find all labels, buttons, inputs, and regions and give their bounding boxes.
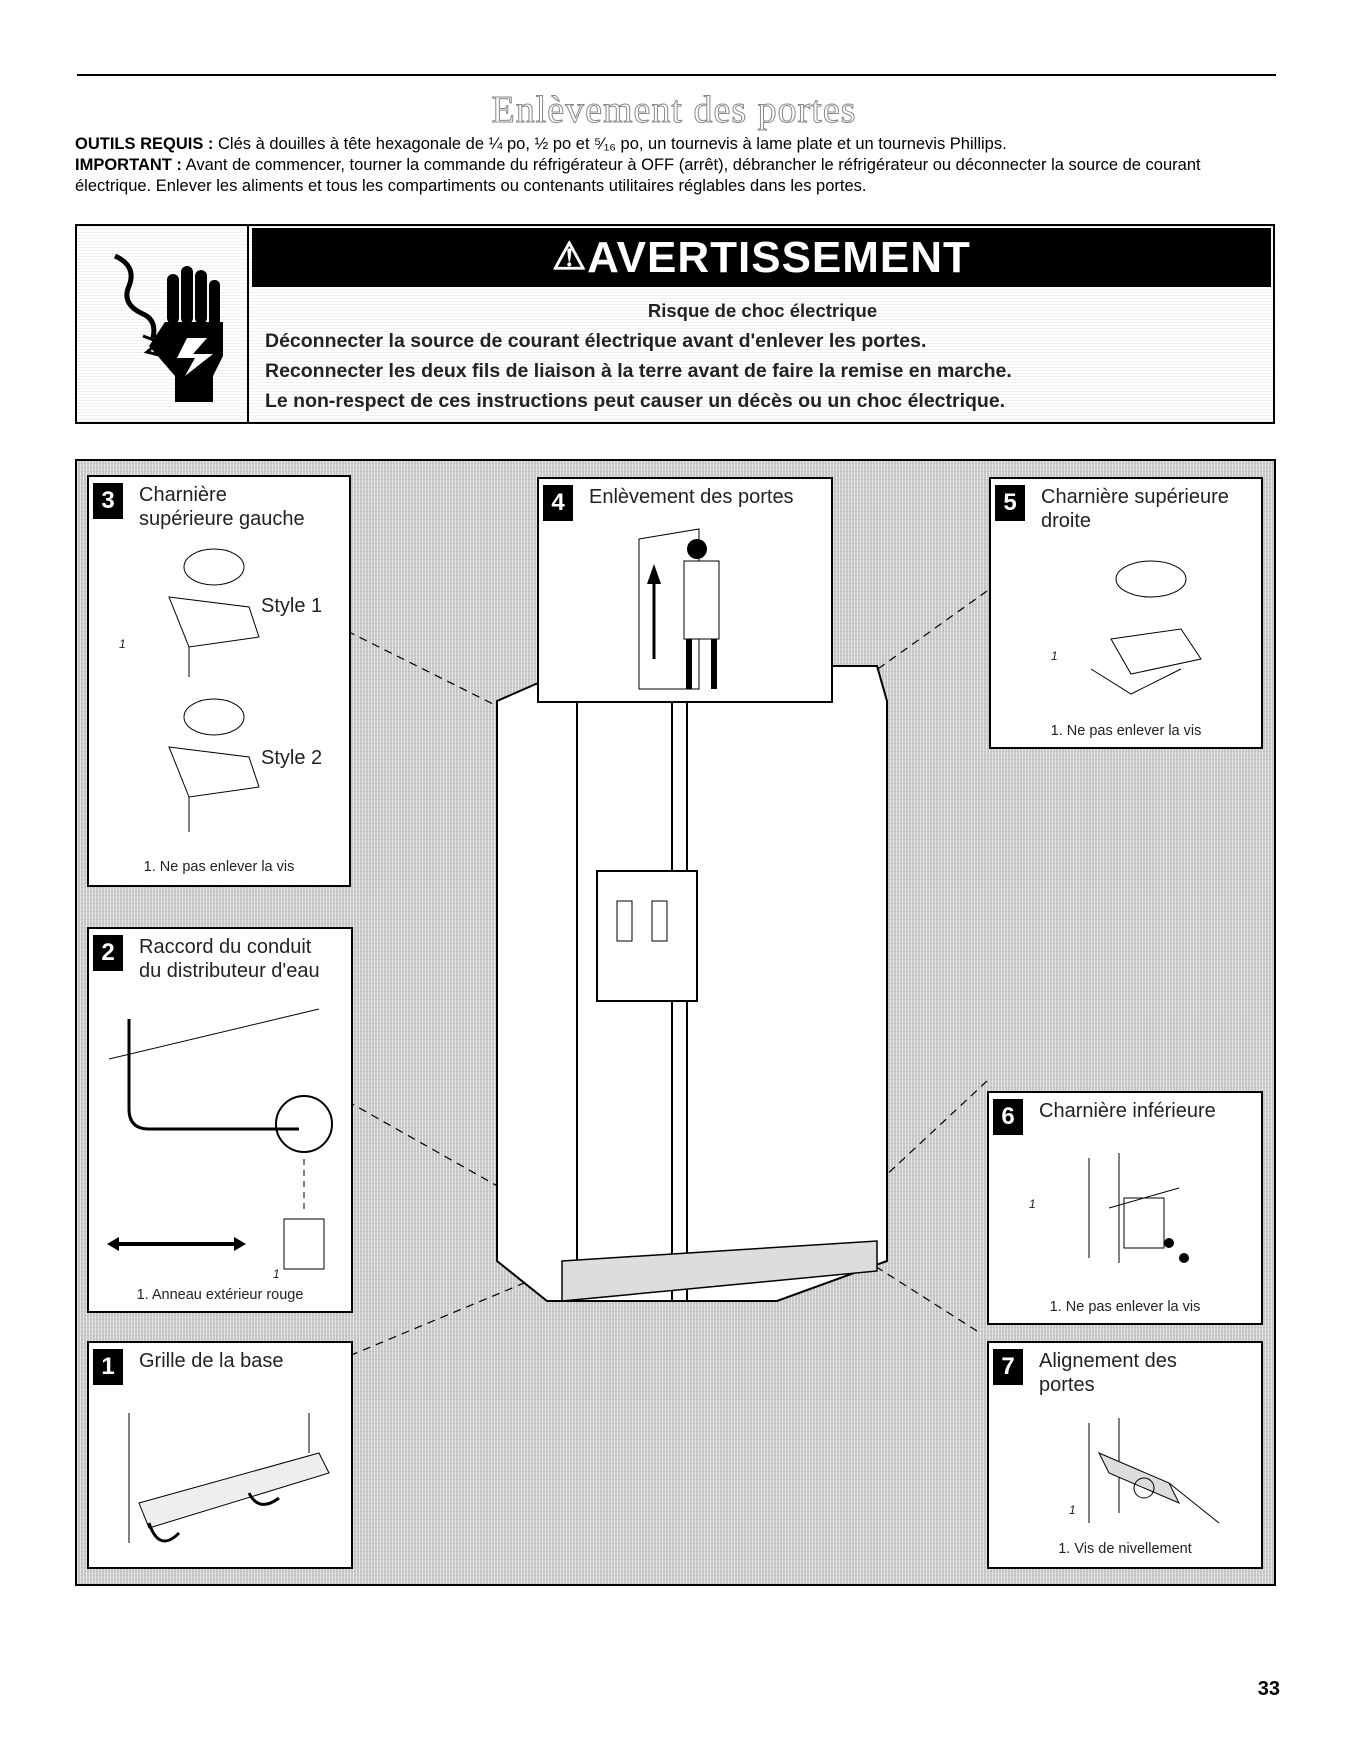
- warning-heading: ⚠AVERTISSEMENT: [252, 228, 1271, 287]
- step-caption: 1. Vis de nivellement: [1058, 1541, 1192, 1557]
- step-title-line: Grille de la base: [139, 1350, 284, 1372]
- step-title-line: portes: [1039, 1374, 1095, 1396]
- step-title-line: Raccord du conduit: [139, 936, 312, 958]
- important-text: Avant de commencer, tourner la commande …: [75, 156, 1201, 195]
- step-number: 6: [993, 1099, 1023, 1135]
- page-number: 33: [1257, 1678, 1280, 1700]
- step-title-line: Charnière: [139, 484, 227, 506]
- warning-line: Déconnecter la source de courant électri…: [265, 330, 927, 352]
- bottom-hinge-illustration: [1088, 1153, 1189, 1263]
- step-title: Enlèvement des portes: [589, 485, 794, 509]
- callout-marker: 1: [119, 637, 126, 651]
- warning-box: ⚠AVERTISSEMENT Risque de choc électrique…: [75, 224, 1275, 424]
- step-number: 2: [93, 935, 123, 971]
- right-top-hinge-illustration: [1090, 560, 1202, 695]
- warning-subtitle: Risque de choc électrique: [647, 300, 878, 321]
- step-caption: 1. Ne pas enlever la vis: [1050, 723, 1202, 739]
- style-1-label: Style 1: [261, 595, 323, 617]
- step-caption: 1. Anneau extérieur rouge: [136, 1287, 304, 1303]
- step-number: 1: [93, 1349, 123, 1385]
- step-4-panel: 4 Enlèvement des portes: [537, 477, 833, 703]
- refrigerator-illustration: [336, 590, 988, 1362]
- callout-marker: 1: [1029, 1197, 1036, 1211]
- warning-line: Le non-respect de ces instructions peut …: [265, 390, 1006, 412]
- warning-triangle-icon: ⚠: [552, 236, 588, 278]
- warning-heading-text: AVERTISSEMENT: [587, 233, 971, 282]
- step-number: 7: [993, 1349, 1023, 1385]
- important-label: IMPORTANT :: [75, 156, 182, 174]
- step-number: 3: [93, 483, 123, 519]
- step-number: 4: [543, 485, 573, 521]
- callout-marker: 1: [273, 1267, 280, 1281]
- step-6-panel: 6 Charnière inférieure 1 1. Ne pas enlev…: [987, 1091, 1263, 1325]
- step-caption: 1. Ne pas enlever la vis: [143, 859, 295, 875]
- step-title-line: du distributeur d'eau: [139, 960, 320, 982]
- callout-marker: 1: [1069, 1503, 1076, 1517]
- intro-text: OUTILS REQUIS : Clés à douilles à tête h…: [75, 134, 1280, 197]
- step-title-line: Charnière supérieure: [1041, 486, 1229, 508]
- tools-paragraph: OUTILS REQUIS : Clés à douilles à tête h…: [75, 134, 1280, 155]
- base-grille-illustration: [128, 1413, 330, 1543]
- step-title-line: Charnière inférieure: [1039, 1100, 1216, 1122]
- step-title-line: Enlèvement des portes: [589, 486, 794, 508]
- tools-label: OUTILS REQUIS :: [75, 135, 214, 153]
- step-title-line: droite: [1041, 510, 1092, 532]
- warning-icon-cell: [77, 226, 249, 422]
- page-title: Enlèvement des portes: [491, 89, 857, 132]
- step-number: 5: [995, 485, 1025, 521]
- electric-shock-hand-icon: [113, 253, 223, 402]
- water-line-illustration: [107, 1008, 333, 1270]
- step-title-line: Alignement des: [1039, 1350, 1177, 1372]
- style-2-label: Style 2: [261, 747, 323, 769]
- top-rule: [77, 74, 1276, 76]
- step-title: Grille de la base: [139, 1349, 284, 1373]
- step-title-line: supérieure gauche: [139, 508, 305, 530]
- warning-line: Reconnecter les deux fils de liaison à l…: [265, 360, 1012, 382]
- callout-marker: 1: [1051, 649, 1058, 663]
- door-alignment-illustration: [1088, 1418, 1220, 1524]
- door-lift-illustration: [638, 528, 720, 690]
- step-caption: 1. Ne pas enlever la vis: [1049, 1299, 1201, 1315]
- step-1-panel: 1 Grille de la base: [87, 1341, 353, 1569]
- left-top-hinge-illustration: [168, 548, 260, 832]
- step-title: Charnière inférieure: [1039, 1099, 1216, 1123]
- important-paragraph: IMPORTANT : Avant de commencer, tourner …: [75, 155, 1280, 197]
- tools-text: Clés à douilles à tête hexagonale de ¼ p…: [218, 135, 1007, 153]
